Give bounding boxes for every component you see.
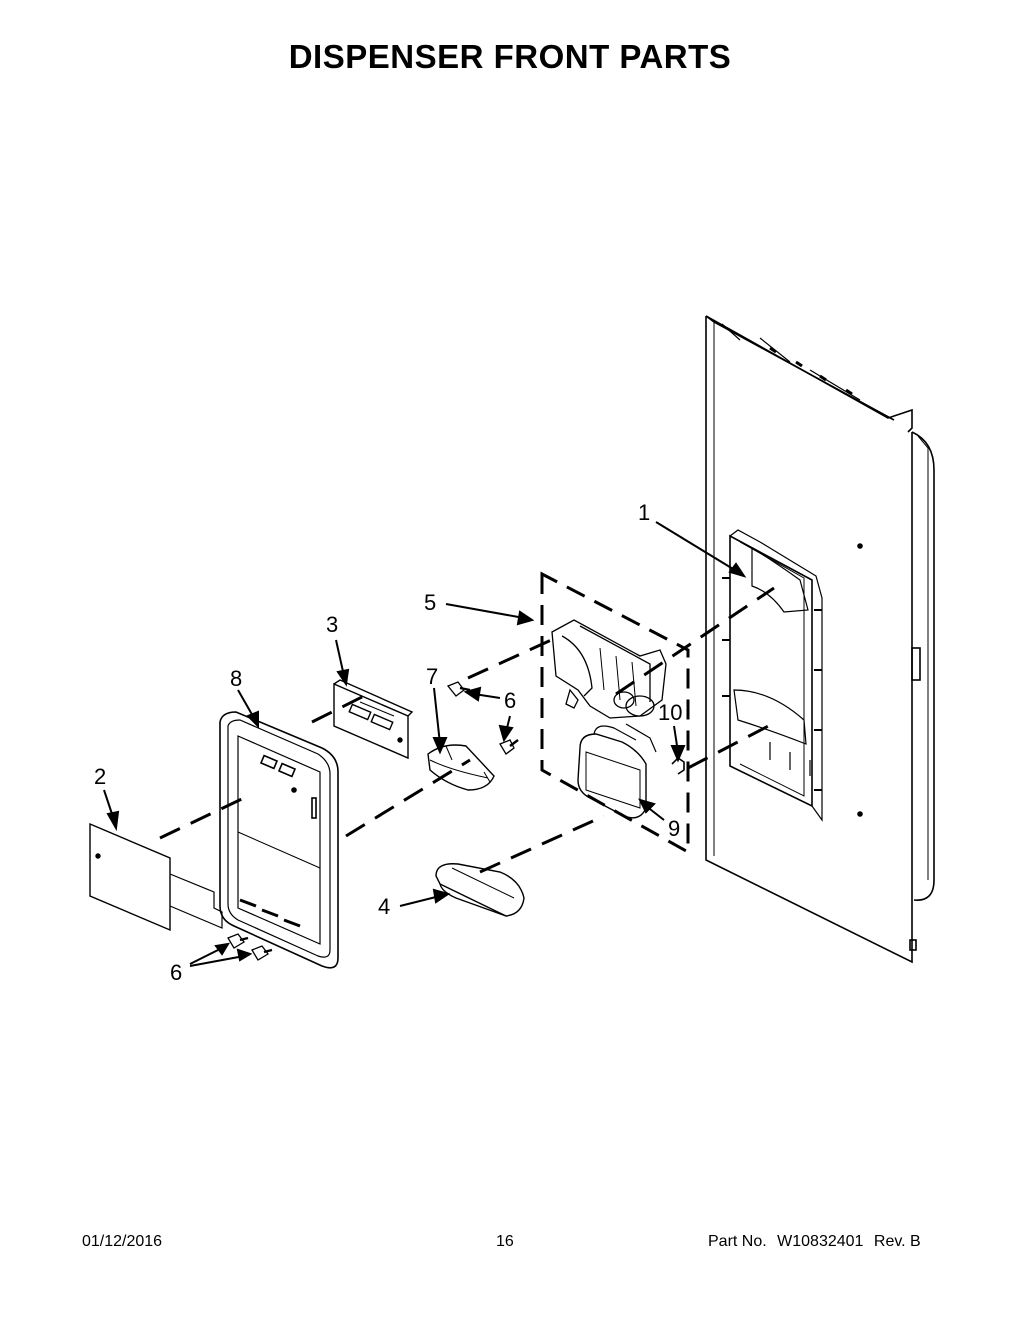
callout-6-lower: 6 (170, 960, 182, 985)
arrow-6-middle (498, 715, 514, 743)
alignment-lines (159, 586, 777, 874)
door-panel (705, 315, 935, 964)
drip-tray (435, 863, 525, 917)
screw-lower-right (251, 945, 273, 961)
footer-part-number: W10832401 (777, 1233, 864, 1250)
align-board-to-frame (311, 694, 365, 724)
align-screw-to-assembly (467, 634, 561, 680)
screws (227, 681, 519, 961)
page-title: DISPENSER FRONT PARTS (288, 38, 732, 75)
align-switch-to-door (687, 720, 777, 770)
align-assembly-to-door (615, 586, 775, 696)
arrow-9 (638, 798, 665, 821)
callout-4: 4 (378, 894, 390, 919)
footer-date: 01/12/2016 (82, 1233, 163, 1250)
leader-arrows (103, 521, 747, 967)
dispenser-assembly-boundary (540, 571, 690, 855)
callout-9: 9 (668, 816, 680, 841)
arrow-3 (335, 639, 350, 687)
arrow-1 (655, 521, 747, 578)
callout-7: 7 (426, 664, 438, 689)
arrow-5 (445, 603, 535, 626)
screw-upper (446, 681, 471, 697)
dispenser-actuator-assembly (551, 619, 667, 719)
footer-part-info: Part No. W10832401 Rev. B (708, 1233, 927, 1251)
footer-revision: Rev. B (873, 1233, 921, 1250)
graphic-overlay (89, 822, 223, 932)
arrow-2 (103, 789, 120, 832)
arrow-6-lower (189, 942, 253, 967)
footer-part-label: Part No. (708, 1233, 767, 1250)
callout-5: 5 (424, 590, 436, 615)
arrow-6-upper (463, 686, 501, 702)
arrow-4 (399, 888, 451, 907)
align-tray-to-paddle (479, 814, 605, 874)
switch-part (671, 756, 685, 775)
control-board (333, 679, 414, 760)
callout-2: 2 (94, 764, 106, 789)
footer-page-number: 16 (496, 1233, 514, 1250)
callout-10: 10 (658, 700, 682, 725)
callout-1: 1 (638, 500, 650, 525)
callout-3: 3 (326, 612, 338, 637)
arrow-7 (432, 687, 448, 755)
dispenser-trim-frame (219, 711, 339, 969)
callout-8: 8 (230, 666, 242, 691)
arrow-8 (237, 689, 259, 729)
screw-lower-left (227, 933, 249, 949)
light-bracket (427, 744, 495, 791)
align-frame-to-bracket (345, 758, 471, 838)
arrow-10 (670, 725, 686, 763)
align-overlay-to-frame (159, 794, 249, 840)
screw-middle (499, 739, 519, 755)
callout-6-upper: 6 (504, 688, 516, 713)
